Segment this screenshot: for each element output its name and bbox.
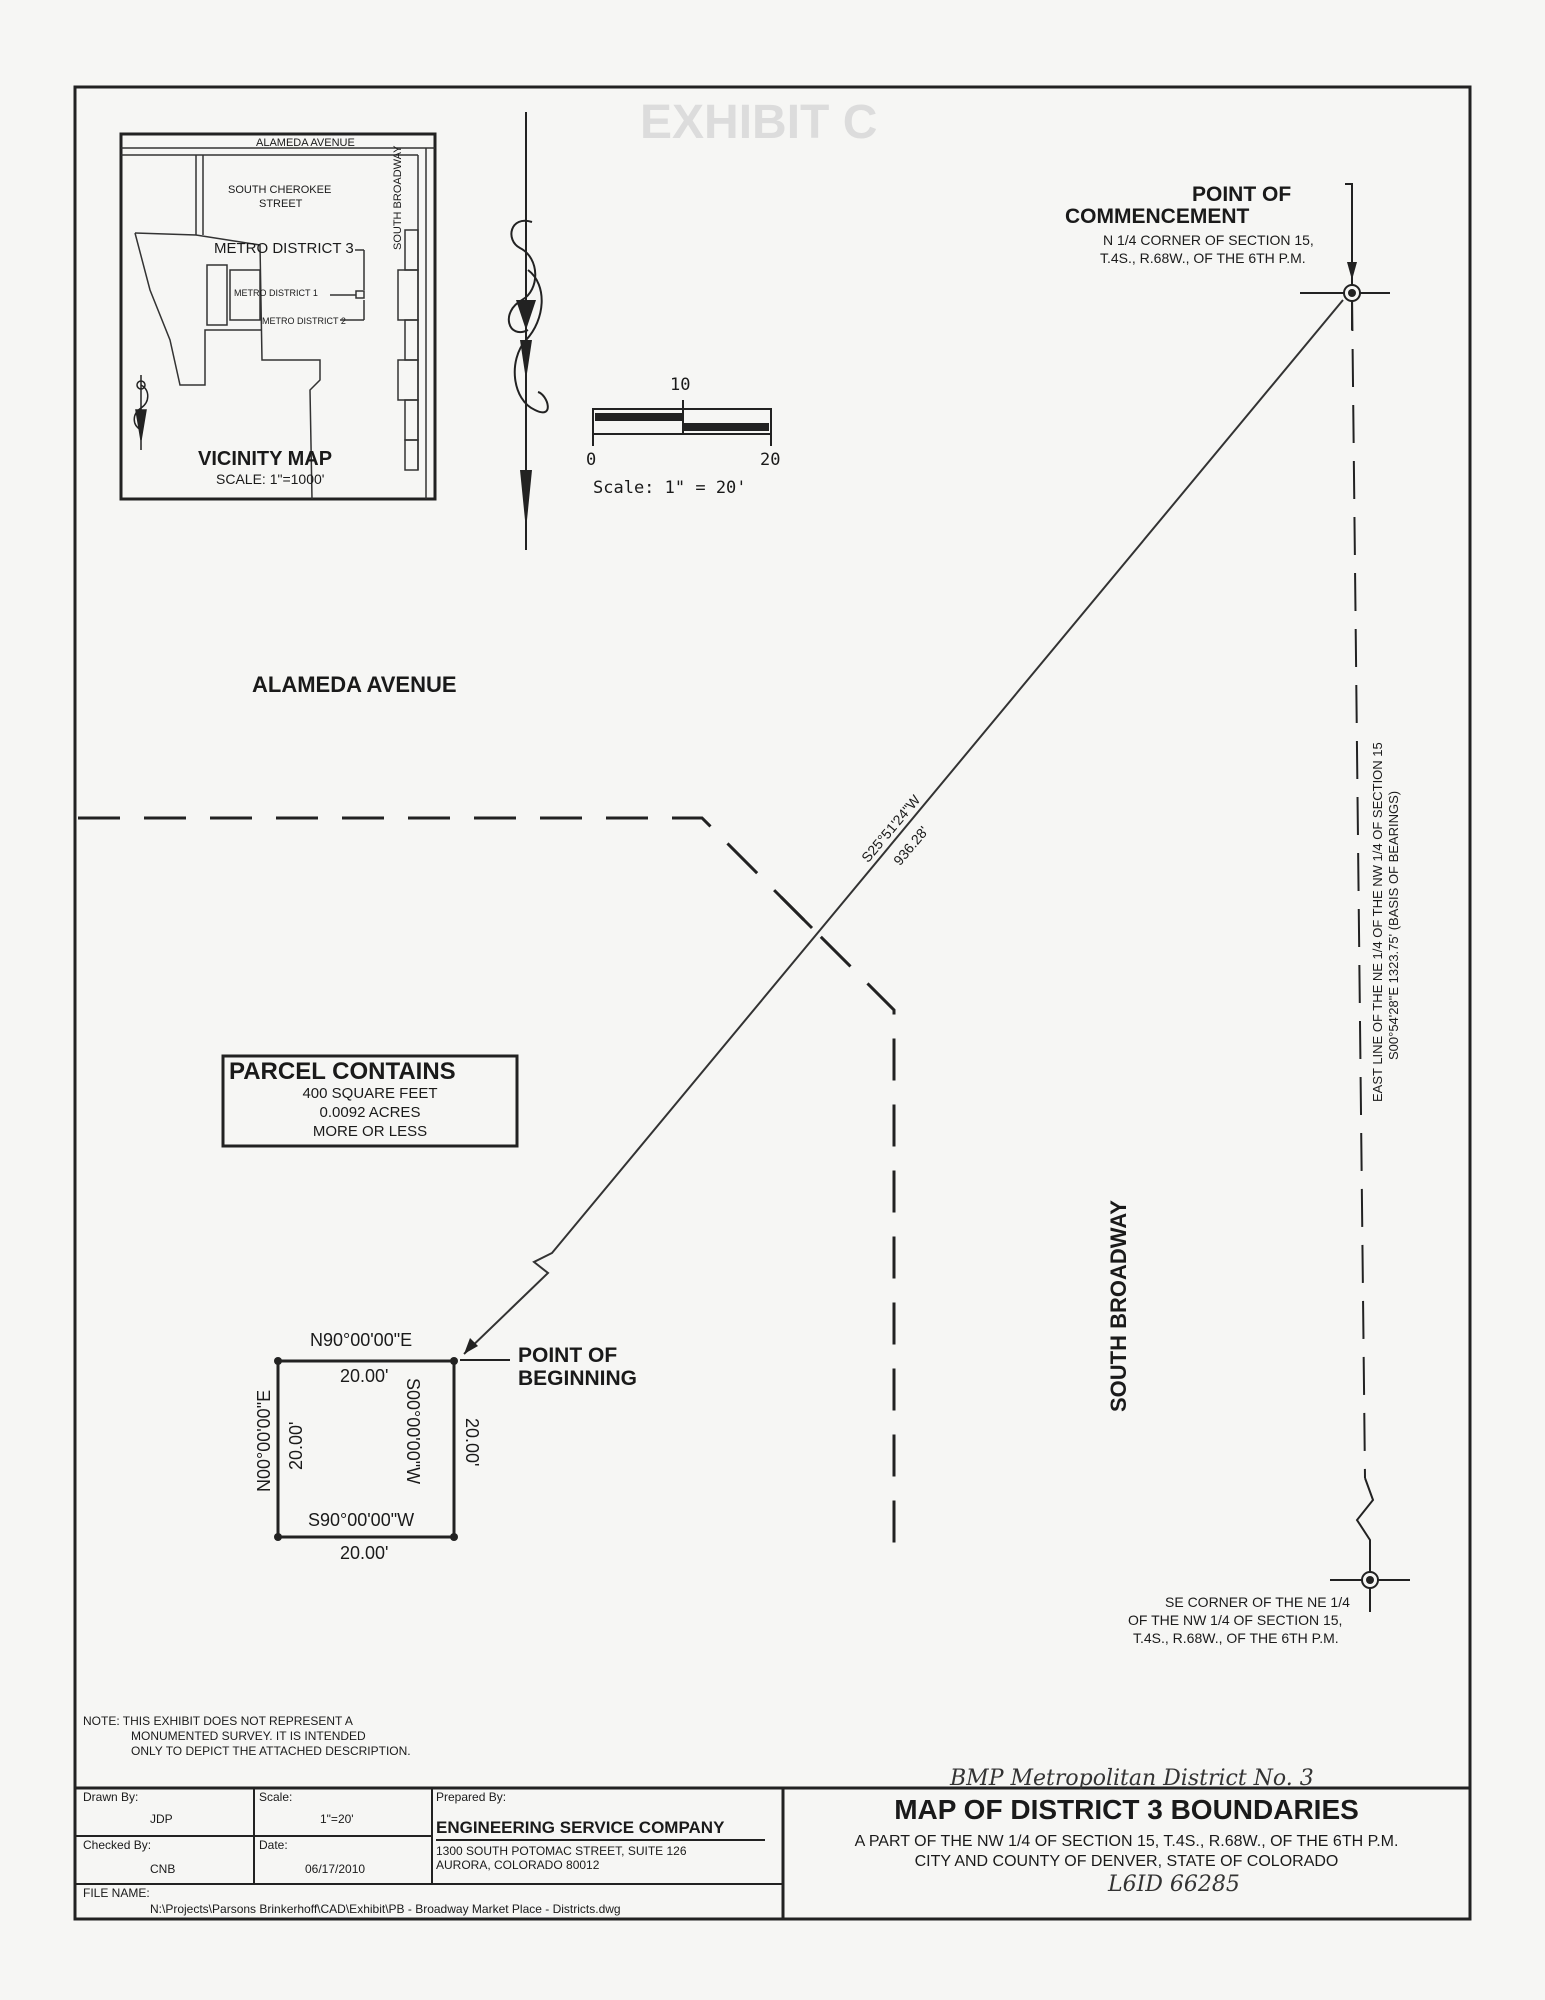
alameda-avenue-label: ALAMEDA AVENUE — [252, 672, 457, 697]
checked-by-label: Checked By: — [83, 1838, 152, 1852]
scale-bar-end-label: 20 — [760, 450, 781, 470]
commencement-leader — [1345, 183, 1353, 270]
drawn-by-label: Drawn By: — [83, 1790, 139, 1804]
square-right-distance: 20.00' — [462, 1418, 482, 1467]
handwritten-lgid: L6ID 66285 — [1108, 1872, 1240, 1897]
vicinity-metro3-label: METRO DISTRICT 3 — [214, 240, 354, 257]
company-address-1: 1300 SOUTH POTOMAC STREET, SUITE 126 — [436, 1844, 687, 1858]
note-line-1: NOTE: THIS EXHIBIT DOES NOT REPRESENT A — [83, 1714, 353, 1728]
vicinity-cherokee-label-1: SOUTH CHEROKEE — [228, 184, 332, 196]
scale-bar — [592, 400, 772, 446]
commencement-label-2: COMMENCEMENT — [1065, 205, 1250, 228]
scale-bar-start-label: 0 — [586, 450, 597, 470]
map-subtitle-1: A PART OF THE NW 1/4 OF SECTION 15, T.4S… — [854, 1833, 1399, 1850]
note-line-3: ONLY TO DEPICT THE ATTACHED DESCRIPTION. — [131, 1744, 411, 1758]
south-broadway-label: SOUTH BROADWAY — [1106, 1200, 1131, 1412]
square-top-distance: 20.00' — [340, 1366, 389, 1386]
commencement-label-1: POINT OF — [1192, 183, 1292, 206]
east-line-label-1: EAST LINE OF THE NE 1/4 OF THE NW 1/4 OF… — [1370, 742, 1385, 1102]
square-top-bearing: N90°00'00"E — [310, 1330, 413, 1350]
east-line-label-2: S00°54'28"E 1323.75' (BASIS OF BEARINGS) — [1386, 790, 1401, 1060]
scale-label: Scale: — [259, 1790, 293, 1804]
square-bottom-distance: 20.00' — [340, 1543, 389, 1563]
square-right-bearing: S00°00'00"W — [403, 1378, 423, 1485]
square-left-bearing: N00°00'00"E — [254, 1389, 274, 1492]
vicinity-metro1-label: METRO DISTRICT 1 — [234, 288, 318, 298]
parcel-more-or-less: MORE OR LESS — [312, 1123, 428, 1140]
scale-value: 1"=20' — [320, 1812, 354, 1826]
commencement-desc-1: N 1/4 CORNER OF SECTION 15, — [1103, 232, 1314, 248]
beginning-label-2: BEGINNING — [518, 1367, 638, 1390]
square-left-distance: 20.00' — [286, 1421, 306, 1470]
company-name: ENGINEERING SERVICE COMPANY — [436, 1818, 725, 1837]
row-tick — [779, 895, 814, 930]
right-of-way-line — [78, 816, 896, 1565]
east-section-line — [1351, 292, 1366, 1479]
scale-bar-label: Scale: 1" = 20' — [593, 478, 747, 498]
tie-line-arrowhead — [464, 1338, 478, 1354]
parcel-square — [276, 1359, 456, 1539]
parcel-title: PARCEL CONTAINS — [229, 1058, 456, 1085]
note-line-2: MONUMENTED SURVEY. IT IS INTENDED — [131, 1729, 366, 1743]
date-value: 06/17/2010 — [305, 1862, 366, 1876]
commencement-arrow-icon — [1347, 262, 1357, 280]
prepared-by-label: Prepared By: — [436, 1790, 507, 1804]
sheet-border — [73, 85, 1472, 1921]
handwritten-district-note: BMP Metropolitan District No. 3 — [950, 1766, 1314, 1791]
drawn-by-value: JDP — [150, 1812, 173, 1826]
file-name-value: N:\Projects\Parsons Brinkerhoff\CAD\Exhi… — [150, 1902, 621, 1916]
beginning-label-1: POINT OF — [518, 1344, 618, 1367]
se-corner-label-3: T.4S., R.68W., OF THE 6TH P.M. — [1133, 1630, 1339, 1646]
commencement-desc-2: T.4S., R.68W., OF THE 6TH P.M. — [1100, 250, 1306, 266]
vicinity-cherokee-label-2: STREET — [259, 198, 303, 210]
exhibit-watermark: EXHIBIT C — [640, 96, 878, 149]
checked-by-value: CNB — [150, 1862, 176, 1876]
file-name-label: FILE NAME: — [83, 1886, 150, 1900]
se-corner-label-1: SE CORNER OF THE NE 1/4 — [1165, 1594, 1350, 1610]
se-corner-label-2: OF THE NW 1/4 OF SECTION 15, — [1128, 1612, 1343, 1628]
parcel-corners — [274, 1357, 458, 1541]
date-label: Date: — [259, 1838, 288, 1852]
se-corner-monument-icon — [1330, 1548, 1410, 1612]
north-arrow-icon — [507, 112, 549, 550]
map-subtitle-2: CITY AND COUNTY OF DENVER, STATE OF COLO… — [914, 1853, 1339, 1870]
vicinity-map-drawing — [121, 147, 435, 500]
square-bottom-bearing: S90°00'00"W — [308, 1510, 415, 1530]
scale-bar-mid-label: 10 — [670, 375, 691, 395]
vicinity-metro2-label: METRO DISTRICT 2 — [262, 316, 346, 326]
vicinity-alameda-label: ALAMEDA AVENUE — [256, 137, 355, 149]
parcel-area-acres: 0.0092 ACRES — [319, 1104, 421, 1121]
vicinity-map-frame — [119, 132, 437, 501]
map-title: MAP OF DISTRICT 3 BOUNDARIES — [894, 1794, 1359, 1825]
parcel-area-sqft: 400 SQUARE FEET — [302, 1085, 438, 1102]
commencement-monument-icon — [1300, 256, 1390, 330]
title-block-lines — [75, 1786, 1470, 1919]
vicinity-map-scale: SCALE: 1"=1000' — [216, 471, 325, 487]
parcel-box — [221, 1054, 519, 1148]
company-address-2: AURORA, COLORADO 80012 — [436, 1858, 600, 1872]
vicinity-north-arrow-icon — [133, 375, 149, 450]
vicinity-broadway-label: SOUTH BROADWAY — [392, 145, 404, 250]
tie-line — [463, 299, 1344, 1355]
vicinity-map-title: VICINITY MAP — [198, 448, 333, 470]
